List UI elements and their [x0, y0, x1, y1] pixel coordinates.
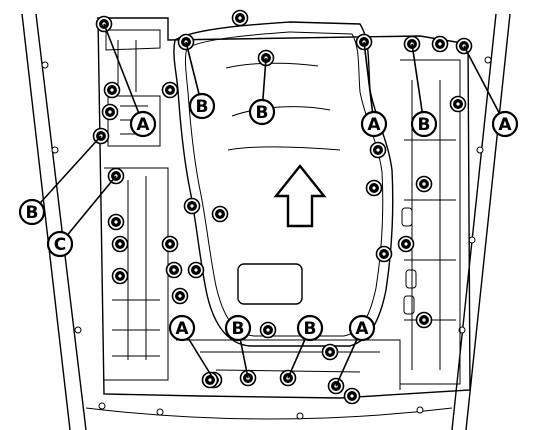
bolt-icon	[397, 235, 415, 253]
callout-circle	[348, 314, 376, 342]
callout-a: A	[360, 110, 388, 138]
callout-b: B	[224, 314, 252, 342]
callout-label: A	[367, 115, 381, 135]
callout-circle	[129, 110, 157, 138]
callout-label: A	[498, 115, 512, 135]
callout-a: A	[348, 314, 376, 342]
bolt-icon	[449, 95, 467, 113]
callout-b: B	[18, 198, 46, 226]
bolt-icon	[369, 141, 387, 159]
bolt-icon	[161, 235, 179, 253]
bolts	[92, 9, 473, 405]
bolt-icon	[171, 287, 189, 305]
valve-body	[97, 17, 471, 399]
callout-label: B	[196, 97, 209, 117]
callout-label: B	[418, 115, 431, 135]
bolt-icon	[211, 205, 229, 223]
callout-label: B	[304, 319, 317, 339]
bolt-icon	[161, 81, 179, 99]
callout-circle	[491, 110, 519, 138]
callout-circle	[46, 230, 74, 258]
callout-circle	[18, 198, 46, 226]
bolt-icon	[103, 81, 121, 99]
callout-label: A	[355, 319, 369, 339]
callout-c: C	[46, 230, 74, 258]
callout-circle	[248, 98, 276, 126]
callout-circle	[168, 314, 196, 342]
bolt-icon	[165, 261, 183, 279]
plate-window	[237, 263, 303, 305]
up-arrow-icon	[273, 164, 327, 228]
bolt-icon	[375, 245, 393, 263]
case-outline	[21, 13, 511, 430]
callout-label: A	[175, 319, 189, 339]
bolt-icon	[355, 33, 373, 51]
callout-b: B	[248, 98, 276, 126]
callout-circle	[188, 92, 216, 120]
callout-a: A	[491, 110, 519, 138]
callout-label: B	[26, 203, 39, 223]
callout-b: B	[410, 110, 438, 138]
bolt-icon	[343, 387, 361, 405]
callout-circle	[296, 314, 324, 342]
bolt-icon	[101, 103, 119, 121]
bolt-icon	[107, 213, 125, 231]
callout-circle	[360, 110, 388, 138]
callout-a: A	[168, 314, 196, 342]
callout-a: A	[129, 110, 157, 138]
bolt-icon	[111, 235, 129, 253]
callout-label: A	[136, 115, 150, 135]
callout-label: B	[232, 319, 245, 339]
bolt-icon	[259, 321, 277, 339]
bolt-icon	[183, 197, 201, 215]
callout-circle	[224, 314, 252, 342]
separator-plate	[173, 21, 394, 347]
bolt-icon	[321, 343, 339, 361]
callout-circle	[410, 110, 438, 138]
bolt-icon	[111, 267, 129, 285]
bolt-icon	[365, 179, 383, 197]
bolt-icon	[415, 175, 433, 193]
callout-label: C	[54, 235, 66, 255]
callout-b: B	[188, 92, 216, 120]
callout-b: B	[296, 314, 324, 342]
bolt-icon	[231, 9, 249, 27]
bolt-icon	[187, 261, 205, 279]
callout-label: B	[256, 103, 269, 123]
bolt-icon	[431, 35, 449, 53]
bolt-icon	[415, 311, 433, 329]
